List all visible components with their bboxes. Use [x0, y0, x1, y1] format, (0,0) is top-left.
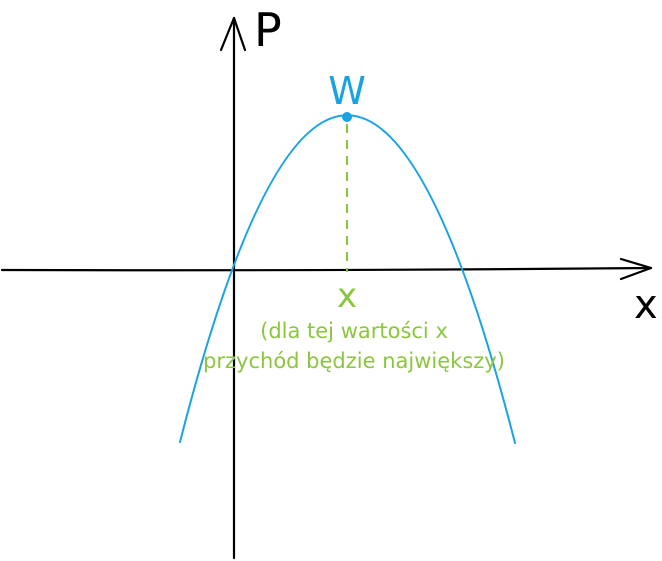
vertex-label: W — [328, 69, 366, 113]
x-axis-line — [0, 266, 653, 272]
optimum-x-label: x — [337, 276, 357, 316]
vertex-point — [342, 112, 352, 122]
y-axis-line — [232, 16, 236, 560]
x-axis — [0, 257, 653, 281]
x-axis-label: x — [634, 282, 658, 328]
x-axis-arrowhead — [619, 257, 653, 281]
y-axis-label: P — [254, 3, 282, 57]
y-axis-arrowhead — [219, 16, 247, 52]
optimum-note-line-1: (dla tej wartości x — [260, 319, 448, 343]
y-axis — [219, 16, 247, 560]
optimum-note-line-2: przychód będzie największy) — [203, 349, 505, 373]
